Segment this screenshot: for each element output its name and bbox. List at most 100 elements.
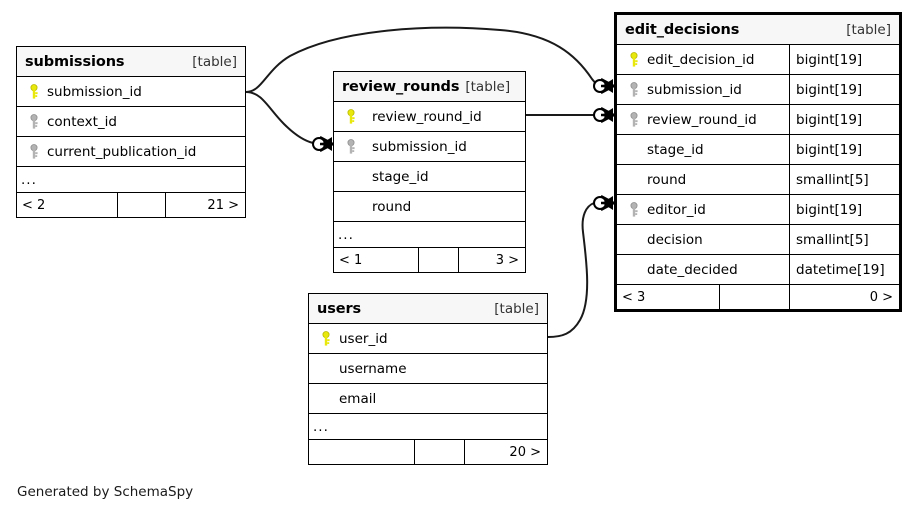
column-type: bigint[19] — [789, 135, 899, 164]
edge-submissions-to-review-rounds — [245, 91, 335, 153]
column-name-cell: round — [334, 192, 525, 221]
primary-key-icon — [342, 102, 360, 131]
no-key-spacer — [342, 192, 360, 221]
column-row[interactable]: round smallint[5] — [617, 165, 899, 195]
foreign-key-icon — [625, 75, 643, 104]
no-key-spacer — [625, 225, 643, 254]
footer-middle-cell — [718, 285, 790, 309]
footer-parent-count[interactable]: < 3 — [622, 289, 646, 305]
column-label: editor_id — [647, 201, 706, 218]
column-label: submission_id — [372, 138, 467, 155]
column-row[interactable]: username — [309, 354, 547, 384]
footer-parent-count[interactable] — [309, 440, 414, 464]
column-row[interactable]: decision smallint[5] — [617, 225, 899, 255]
table-header-review-rounds: review_rounds [table] — [334, 72, 525, 102]
column-type: datetime[19] — [789, 255, 899, 284]
column-label: user_id — [339, 330, 388, 347]
column-row[interactable]: review_round_id — [334, 102, 525, 132]
column-row[interactable]: submission_id bigint[19] — [617, 75, 899, 105]
no-key-spacer — [317, 354, 335, 383]
column-name-cell: review_round_id — [334, 102, 525, 131]
footer-middle-cell — [117, 193, 165, 217]
column-row[interactable]: review_round_id bigint[19] — [617, 105, 899, 135]
column-row[interactable]: stage_id bigint[19] — [617, 135, 899, 165]
foreign-key-icon — [625, 195, 643, 224]
column-name-cell: user_id — [309, 324, 547, 353]
foreign-key-icon — [25, 137, 43, 166]
column-row[interactable]: user_id — [309, 324, 547, 354]
no-key-spacer — [317, 384, 335, 413]
primary-key-icon — [317, 324, 335, 353]
column-name-cell: email — [309, 384, 547, 413]
column-row[interactable]: current_publication_id — [17, 137, 245, 167]
no-key-spacer — [625, 255, 643, 284]
table-type-tag: [table] — [465, 78, 511, 95]
table-footer: < 3 0 > — [617, 285, 899, 309]
column-row[interactable]: edit_decision_id bigint[19] — [617, 45, 899, 75]
footer-child-count[interactable]: 0 > — [789, 285, 899, 309]
table-header-edit-decisions: edit_decisions [table] — [617, 15, 899, 45]
table-users[interactable]: users [table] user_id username email . — [308, 293, 548, 465]
table-edit-decisions[interactable]: edit_decisions [table] edit_decision_id … — [614, 12, 902, 312]
column-row[interactable]: round — [334, 192, 525, 222]
table-footer: < 2 21 > — [17, 193, 245, 217]
column-name-cell: current_publication_id — [17, 137, 245, 166]
no-key-spacer — [625, 165, 643, 194]
table-title: edit_decisions — [625, 21, 740, 38]
table-submissions[interactable]: submissions [table] submission_id contex… — [16, 46, 246, 218]
footer-child-count[interactable]: 3 > — [458, 248, 525, 272]
table-review-rounds[interactable]: review_rounds [table] review_round_id su… — [333, 71, 526, 273]
column-label: stage_id — [372, 168, 429, 185]
column-type: smallint[5] — [789, 165, 899, 194]
column-name-cell: round — [617, 165, 789, 194]
column-row[interactable]: date_decided datetime[19] — [617, 255, 899, 285]
column-row[interactable]: editor_id bigint[19] — [617, 195, 899, 225]
more-columns-indicator: ... — [309, 414, 547, 440]
column-name-cell: username — [309, 354, 547, 383]
more-columns-indicator: ... — [17, 167, 245, 193]
column-name-cell: editor_id — [617, 195, 789, 224]
column-label: review_round_id — [647, 111, 757, 128]
column-label: round — [647, 171, 687, 188]
column-label: date_decided — [647, 261, 738, 278]
primary-key-icon — [25, 77, 43, 106]
column-name-cell: decision — [617, 225, 789, 254]
more-columns-indicator: ... — [334, 222, 525, 248]
column-name-cell: review_round_id — [617, 105, 789, 134]
column-label: email — [339, 390, 377, 407]
table-title: submissions — [25, 53, 125, 70]
column-label: review_round_id — [372, 108, 482, 125]
table-type-tag: [table] — [192, 53, 237, 70]
footer-parent-count[interactable]: < 2 — [22, 197, 46, 213]
edge-review-rounds-to-edit-decisions — [526, 106, 616, 124]
column-name-cell: stage_id — [617, 135, 789, 164]
footer-parent-count[interactable]: < 1 — [339, 252, 363, 268]
column-row[interactable]: stage_id — [334, 162, 525, 192]
column-label: username — [339, 360, 407, 377]
footer-middle-cell — [418, 248, 458, 272]
table-header-users: users [table] — [309, 294, 547, 324]
no-key-spacer — [625, 135, 643, 164]
column-row[interactable]: submission_id — [334, 132, 525, 162]
footer-child-count[interactable]: 21 > — [165, 193, 245, 217]
column-name-cell: submission_id — [334, 132, 525, 161]
column-name-cell: date_decided — [617, 255, 789, 284]
foreign-key-icon — [342, 132, 360, 161]
table-title: users — [317, 300, 362, 317]
column-type: bigint[19] — [789, 75, 899, 104]
column-row[interactable]: submission_id — [17, 77, 245, 107]
column-row[interactable]: email — [309, 384, 547, 414]
column-type: smallint[5] — [789, 225, 899, 254]
column-label: decision — [647, 231, 703, 248]
table-type-tag: [table] — [494, 300, 539, 317]
column-row[interactable]: context_id — [17, 107, 245, 137]
foreign-key-icon — [625, 105, 643, 134]
column-label: round — [372, 198, 412, 215]
table-title: review_rounds — [342, 78, 460, 95]
column-type: bigint[19] — [789, 105, 899, 134]
footer-child-count[interactable]: 20 > — [463, 440, 547, 464]
column-name-cell: context_id — [17, 107, 245, 136]
column-name-cell: stage_id — [334, 162, 525, 191]
primary-key-icon — [625, 45, 643, 74]
